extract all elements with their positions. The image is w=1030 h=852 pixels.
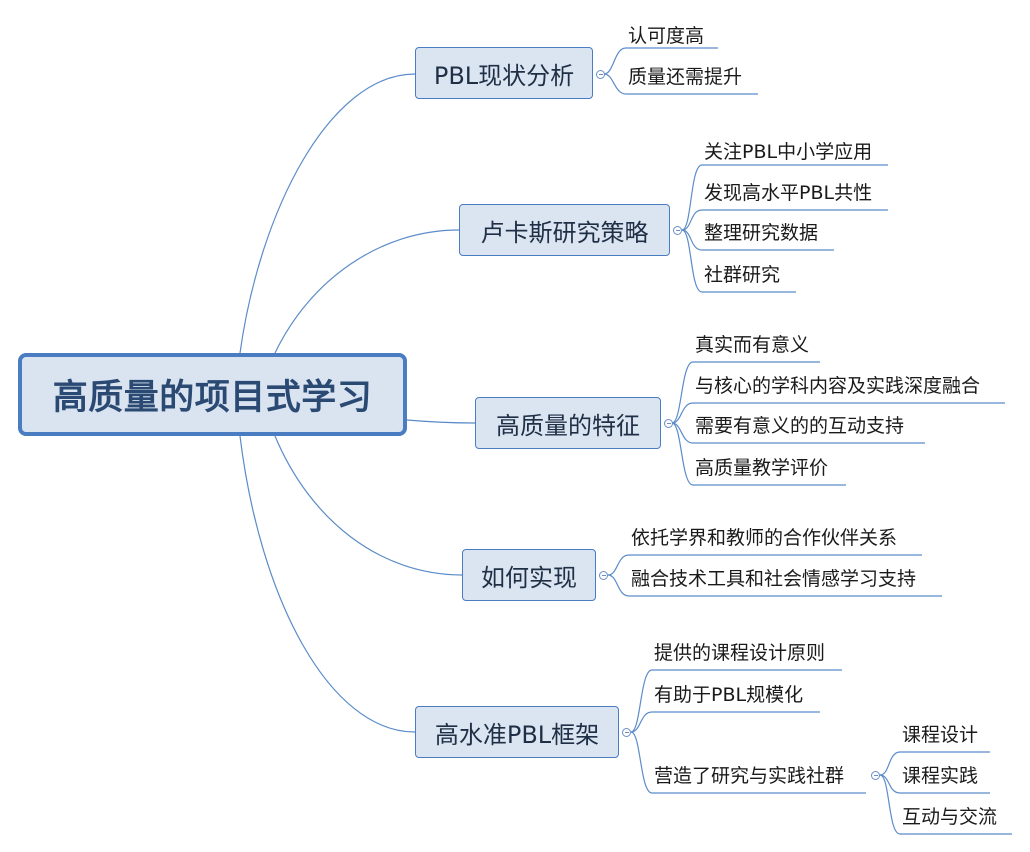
branch-label: 高水准PBL框架 [434,720,600,749]
leaf-item[interactable]: 关注PBL中小学应用 [704,141,873,163]
leaf-item[interactable]: 依托学界和教师的合作伙伴关系 [631,527,898,549]
leaf-item[interactable]: 有助于PBL规模化 [654,684,804,706]
connector-b1 [603,47,718,75]
connector-gc [879,751,990,776]
leaf-item[interactable]: 需要有意义的的互动支持 [695,415,905,437]
connector-branch-1 [239,73,416,354]
leaf-item[interactable]: 认可度高 [628,25,705,47]
connector-b5 [630,669,842,733]
leaf-item[interactable]: 与核心的学科内容及实践深度融合 [695,375,981,397]
branch-label: 卢卡斯研究策略 [480,218,649,247]
leaf-item[interactable]: 社群研究 [704,264,781,286]
branch-pbl-framework[interactable]: 高水准PBL框架 [415,706,619,758]
branch-label: 高质量的特征 [496,411,640,440]
connector-b4 [607,554,922,576]
central-topic-label: 高质量的项目式学习 [52,378,373,418]
connector-b2 [681,164,888,231]
connector-b3 [671,361,820,424]
branch-label: PBL现状分析 [433,61,575,90]
collapse-icon[interactable] [622,728,631,737]
collapse-icon[interactable] [871,771,880,780]
collapse-icon[interactable] [673,226,682,235]
collapse-icon[interactable] [599,571,608,580]
leaf-item[interactable]: 融合技术工具和社会情感学习支持 [631,568,917,590]
central-topic[interactable]: 高质量的项目式学习 [18,353,407,436]
subleaf-item[interactable]: 互动与交流 [902,806,998,828]
leaf-item[interactable]: 质量还需提升 [628,66,743,88]
leaf-item[interactable]: 整理研究数据 [704,222,819,244]
leaf-item[interactable]: 真实而有意义 [695,334,810,356]
branch-quality-features[interactable]: 高质量的特征 [475,397,661,449]
branch-how-to-implement[interactable]: 如何实现 [462,549,596,601]
leaf-item[interactable]: 高质量教学评价 [695,457,829,479]
branch-label: 如何实现 [481,563,577,592]
subleaf-item[interactable]: 课程设计 [902,724,979,746]
collapse-icon[interactable] [596,70,605,79]
connector-branch-4 [274,435,463,576]
connector-branch-5 [239,435,416,733]
connector-branch-2 [274,229,460,354]
branch-lucas-strategy[interactable]: 卢卡斯研究策略 [459,204,670,256]
branch-pbl-status[interactable]: PBL现状分析 [415,47,593,99]
leaf-item[interactable]: 发现高水平PBL共性 [704,182,873,204]
leaf-item[interactable]: 营造了研究与实践社群 [654,765,845,787]
connector-branch-3 [406,419,476,424]
subleaf-item[interactable]: 课程实践 [902,765,979,787]
leaf-item[interactable]: 提供的课程设计原则 [654,642,826,664]
collapse-icon[interactable] [664,419,673,428]
